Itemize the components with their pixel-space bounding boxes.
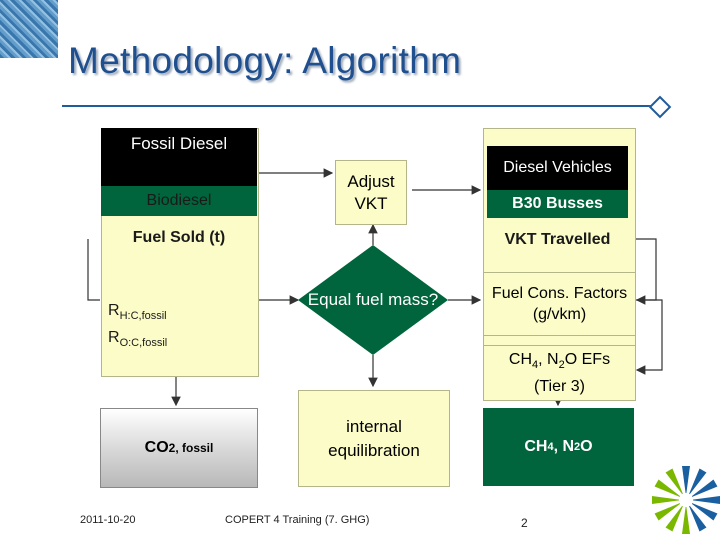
b30-busses-box: B30 Busses [487, 190, 628, 218]
fuel-sold-label: Fuel Sold (t) [132, 229, 226, 246]
ratio-hc-fossil: RH:C,fossil [108, 302, 167, 322]
title-underline [62, 105, 658, 107]
line-fuelsold-to-ratios [87, 239, 100, 301]
equal-fuel-mass-decision: Equal fuel mass? [298, 245, 448, 355]
biodiesel-box: Biodiesel [101, 186, 257, 216]
ch4-n2o-efs-box: CH4, N2O EFs (Tier 3) [483, 345, 636, 401]
ratio-oc-fossil: RO:C,fossil [108, 329, 168, 349]
fossil-diesel-box: Fossil Diesel [101, 128, 257, 186]
fuel-cons-factors-box: Fuel Cons. Factors (g/vkm) [483, 272, 636, 336]
corner-texture [0, 0, 58, 58]
fossil-ratios: RH:C,fossil RO:C,fossil [108, 300, 258, 360]
footer-course: COPERT 4 Training (7. GHG) [225, 514, 370, 526]
decision-label: Equal fuel mass? [307, 290, 439, 309]
diesel-vehicles-box: Diesel Vehicles [487, 146, 628, 190]
page-number: 2 [521, 516, 528, 530]
line-fuelcons-to-efs [634, 299, 663, 375]
decision-diamond [298, 245, 448, 355]
internal-equilibration-box: internal equilibration [298, 390, 450, 487]
agency-logo-icon [652, 466, 720, 534]
vkt-travelled-label: VKT Travelled [504, 231, 611, 248]
line-vkt-to-fuelcons [634, 238, 657, 305]
adjust-vkt-box: Adjust VKT [335, 160, 407, 225]
slide-title: Methodology: Algorithm [68, 40, 462, 81]
footer-date: 2011-10-20 [80, 514, 136, 526]
